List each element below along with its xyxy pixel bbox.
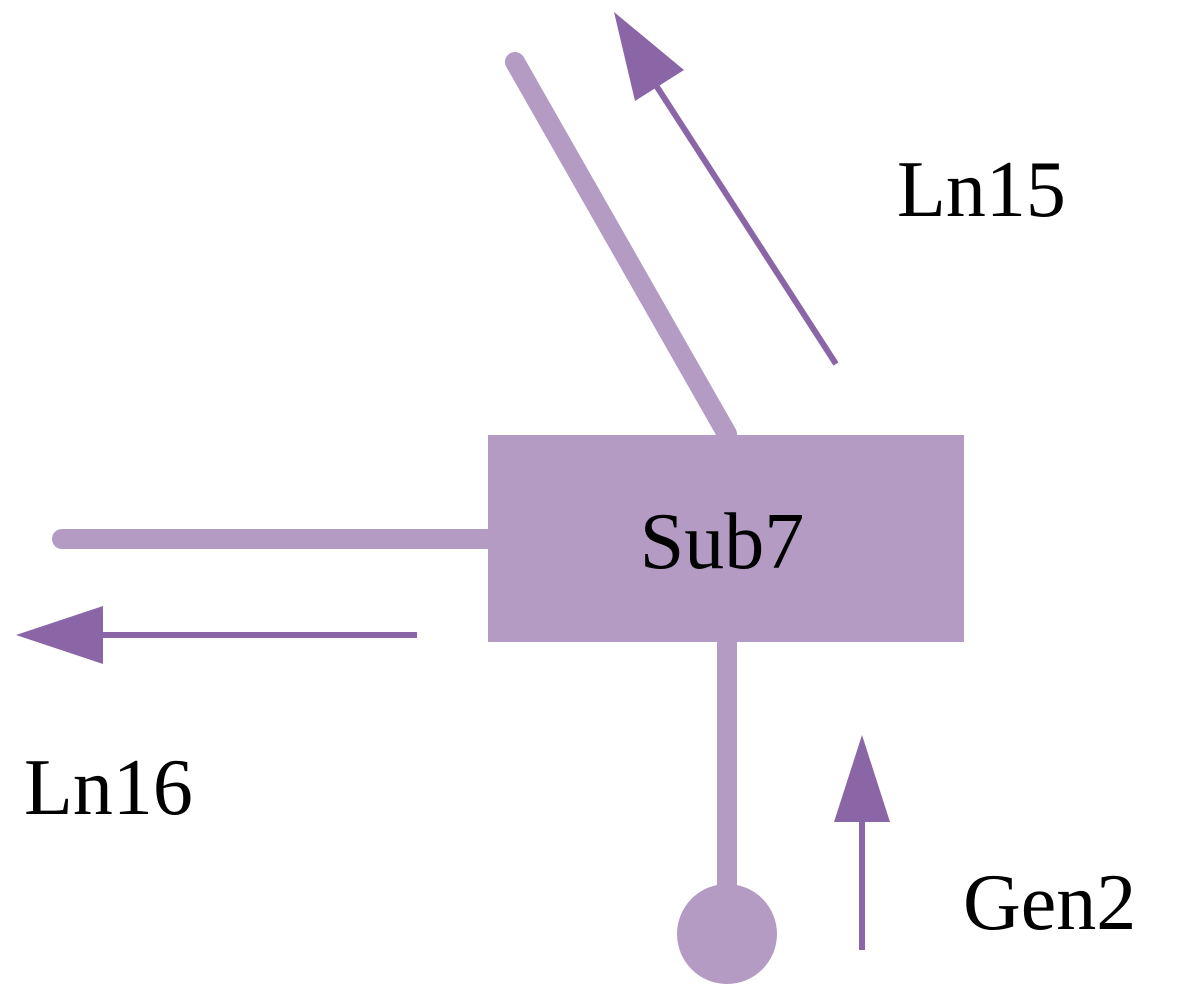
sub7-label: Sub7 [640,498,805,586]
ln15-flow-arrow [614,12,839,366]
gen2-label: Gen2 [963,859,1136,947]
gen2-node[interactable] [677,884,777,984]
gen2-flow-arrow [834,735,890,950]
sub7-box[interactable] [488,435,964,642]
ln15-bus-line [505,52,737,444]
ln15-label: Ln15 [897,146,1066,234]
ln16-flow-arrow [16,606,417,664]
ln16-label: Ln16 [24,744,193,832]
